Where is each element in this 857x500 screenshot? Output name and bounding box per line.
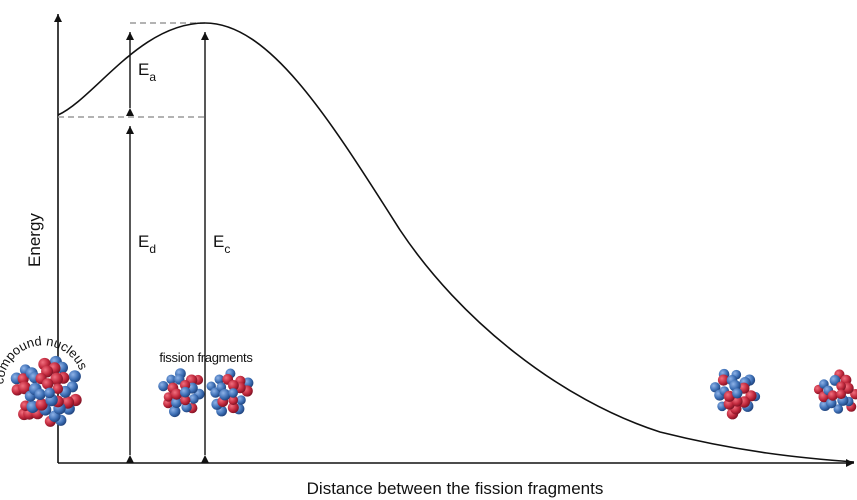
- compound-nucleus: [10, 355, 82, 427]
- proton: [180, 395, 191, 406]
- neutron: [833, 404, 844, 414]
- fission-fragments-label: fission fragments: [159, 350, 253, 365]
- neutron: [228, 388, 238, 398]
- proton: [42, 378, 54, 390]
- potential-energy-curve: [57, 22, 855, 463]
- proton: [836, 389, 846, 400]
- neutron: [188, 394, 199, 404]
- proton: [18, 381, 31, 395]
- neutron: [169, 405, 181, 418]
- fission-fragment-left: [158, 368, 205, 418]
- fission-fragment-right: [206, 368, 254, 417]
- activation-energy-label: Ea: [138, 60, 156, 84]
- deformation-energy-label: Ed: [138, 232, 156, 256]
- y-axis-label: Energy: [25, 213, 44, 267]
- proton: [228, 395, 238, 406]
- coulomb-energy-label: Ec: [213, 232, 230, 256]
- proton: [717, 374, 730, 386]
- proton: [171, 388, 183, 400]
- proton: [52, 383, 64, 395]
- proton: [836, 381, 846, 392]
- separated-fragment-far: [813, 369, 857, 414]
- proton: [227, 402, 239, 414]
- x-axis-label: Distance between the fission fragments: [307, 479, 604, 498]
- proton: [50, 372, 63, 386]
- separated-fragment-middle: [710, 368, 761, 420]
- neutron: [214, 374, 225, 385]
- neutron: [180, 386, 191, 398]
- neutron: [34, 388, 46, 400]
- proton: [731, 395, 743, 407]
- neutron: [236, 395, 246, 405]
- neutron: [44, 387, 55, 399]
- proton: [163, 392, 174, 402]
- neutron: [166, 374, 176, 385]
- neutron: [171, 397, 182, 408]
- proton: [827, 390, 838, 401]
- neutron: [68, 370, 81, 383]
- proton: [228, 380, 239, 391]
- proton: [723, 390, 735, 402]
- neutron: [732, 388, 743, 399]
- neutron: [158, 381, 169, 392]
- neutron: [710, 382, 721, 393]
- neutron: [219, 389, 231, 401]
- proton: [35, 398, 48, 411]
